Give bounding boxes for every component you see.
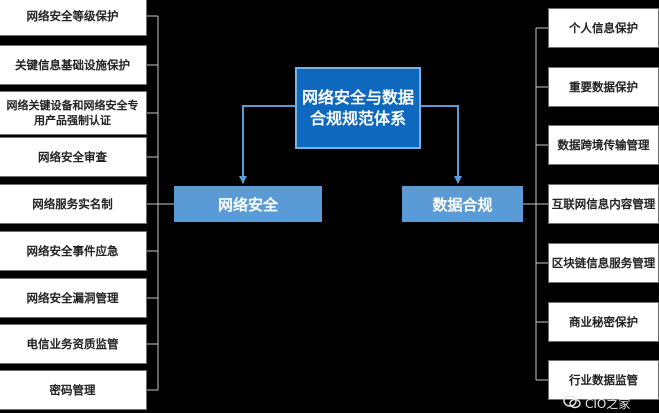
center-node: 网络安全与数据 合规规范体系 [295, 67, 421, 149]
data-compliance-node: 数据合规 [402, 186, 523, 222]
chat-logo-icon [563, 395, 581, 409]
right-item-label: 商业秘密保护 [569, 314, 638, 329]
left-item-label: 网络安全漏洞管理 [26, 290, 119, 305]
center-title-line2: 合规规范体系 [309, 109, 406, 128]
watermark-text: CIO之家 [585, 397, 631, 411]
left-item: 关键信息基础设施保护 [0, 45, 147, 85]
right-item-label: 行业数据监管 [569, 372, 638, 387]
left-item: 网络服务实名制 [0, 184, 147, 224]
right-item: 商业秘密保护 [548, 302, 659, 342]
right-item: 重要数据保护 [548, 67, 659, 107]
right-item: 行业数据监管 [548, 360, 659, 400]
network-security-node: 网络安全 [174, 186, 322, 222]
data-compliance-label: 数据合规 [432, 195, 493, 214]
left-item-label: 网络安全事件应急 [26, 243, 119, 258]
network-security-label: 网络安全 [217, 195, 278, 214]
left-item-label-line2: 用产品强制认证 [34, 114, 111, 127]
left-item: 网络安全审查 [0, 137, 147, 177]
left-item-label: 网络服务实名制 [32, 196, 113, 211]
right-item-label: 互联网信息内容管理 [551, 196, 656, 211]
right-item-label: 重要数据保护 [569, 79, 638, 94]
left-item: 电信业务资质监管 [0, 324, 147, 364]
right-item-label: 数据跨境传输管理 [557, 137, 650, 152]
right-item-label: 个人信息保护 [569, 20, 638, 35]
left-item: 网络安全事件应急 [0, 231, 147, 271]
left-item: 网络安全漏洞管理 [0, 278, 147, 318]
left-item-label: 网络关键设备和网络安全专 [6, 99, 139, 112]
arrow-to-data-compliance [421, 105, 462, 184]
left-item-label: 关键信息基础设施保护 [15, 57, 130, 72]
left-item-label: 网络安全等级保护 [26, 8, 119, 23]
right-item-label: 区块链信息服务管理 [551, 255, 656, 270]
left-item-label: 电信业务资质监管 [26, 336, 119, 351]
arrow-to-network-security [239, 105, 295, 184]
left-item-label: 网络安全审查 [38, 149, 107, 164]
right-item: 区块链信息服务管理 [548, 243, 659, 283]
right-item: 互联网信息内容管理 [548, 184, 659, 224]
right-item: 个人信息保护 [548, 8, 659, 48]
left-item: 密码管理 [0, 370, 147, 410]
right-item: 数据跨境传输管理 [548, 125, 659, 165]
left-item: 网络安全等级保护 [0, 0, 147, 36]
center-title-line1: 网络安全与数据 [301, 88, 414, 107]
left-item: 网络关键设备和网络安全专 用产品强制认证 [0, 91, 147, 135]
left-item-label: 密码管理 [49, 382, 96, 397]
